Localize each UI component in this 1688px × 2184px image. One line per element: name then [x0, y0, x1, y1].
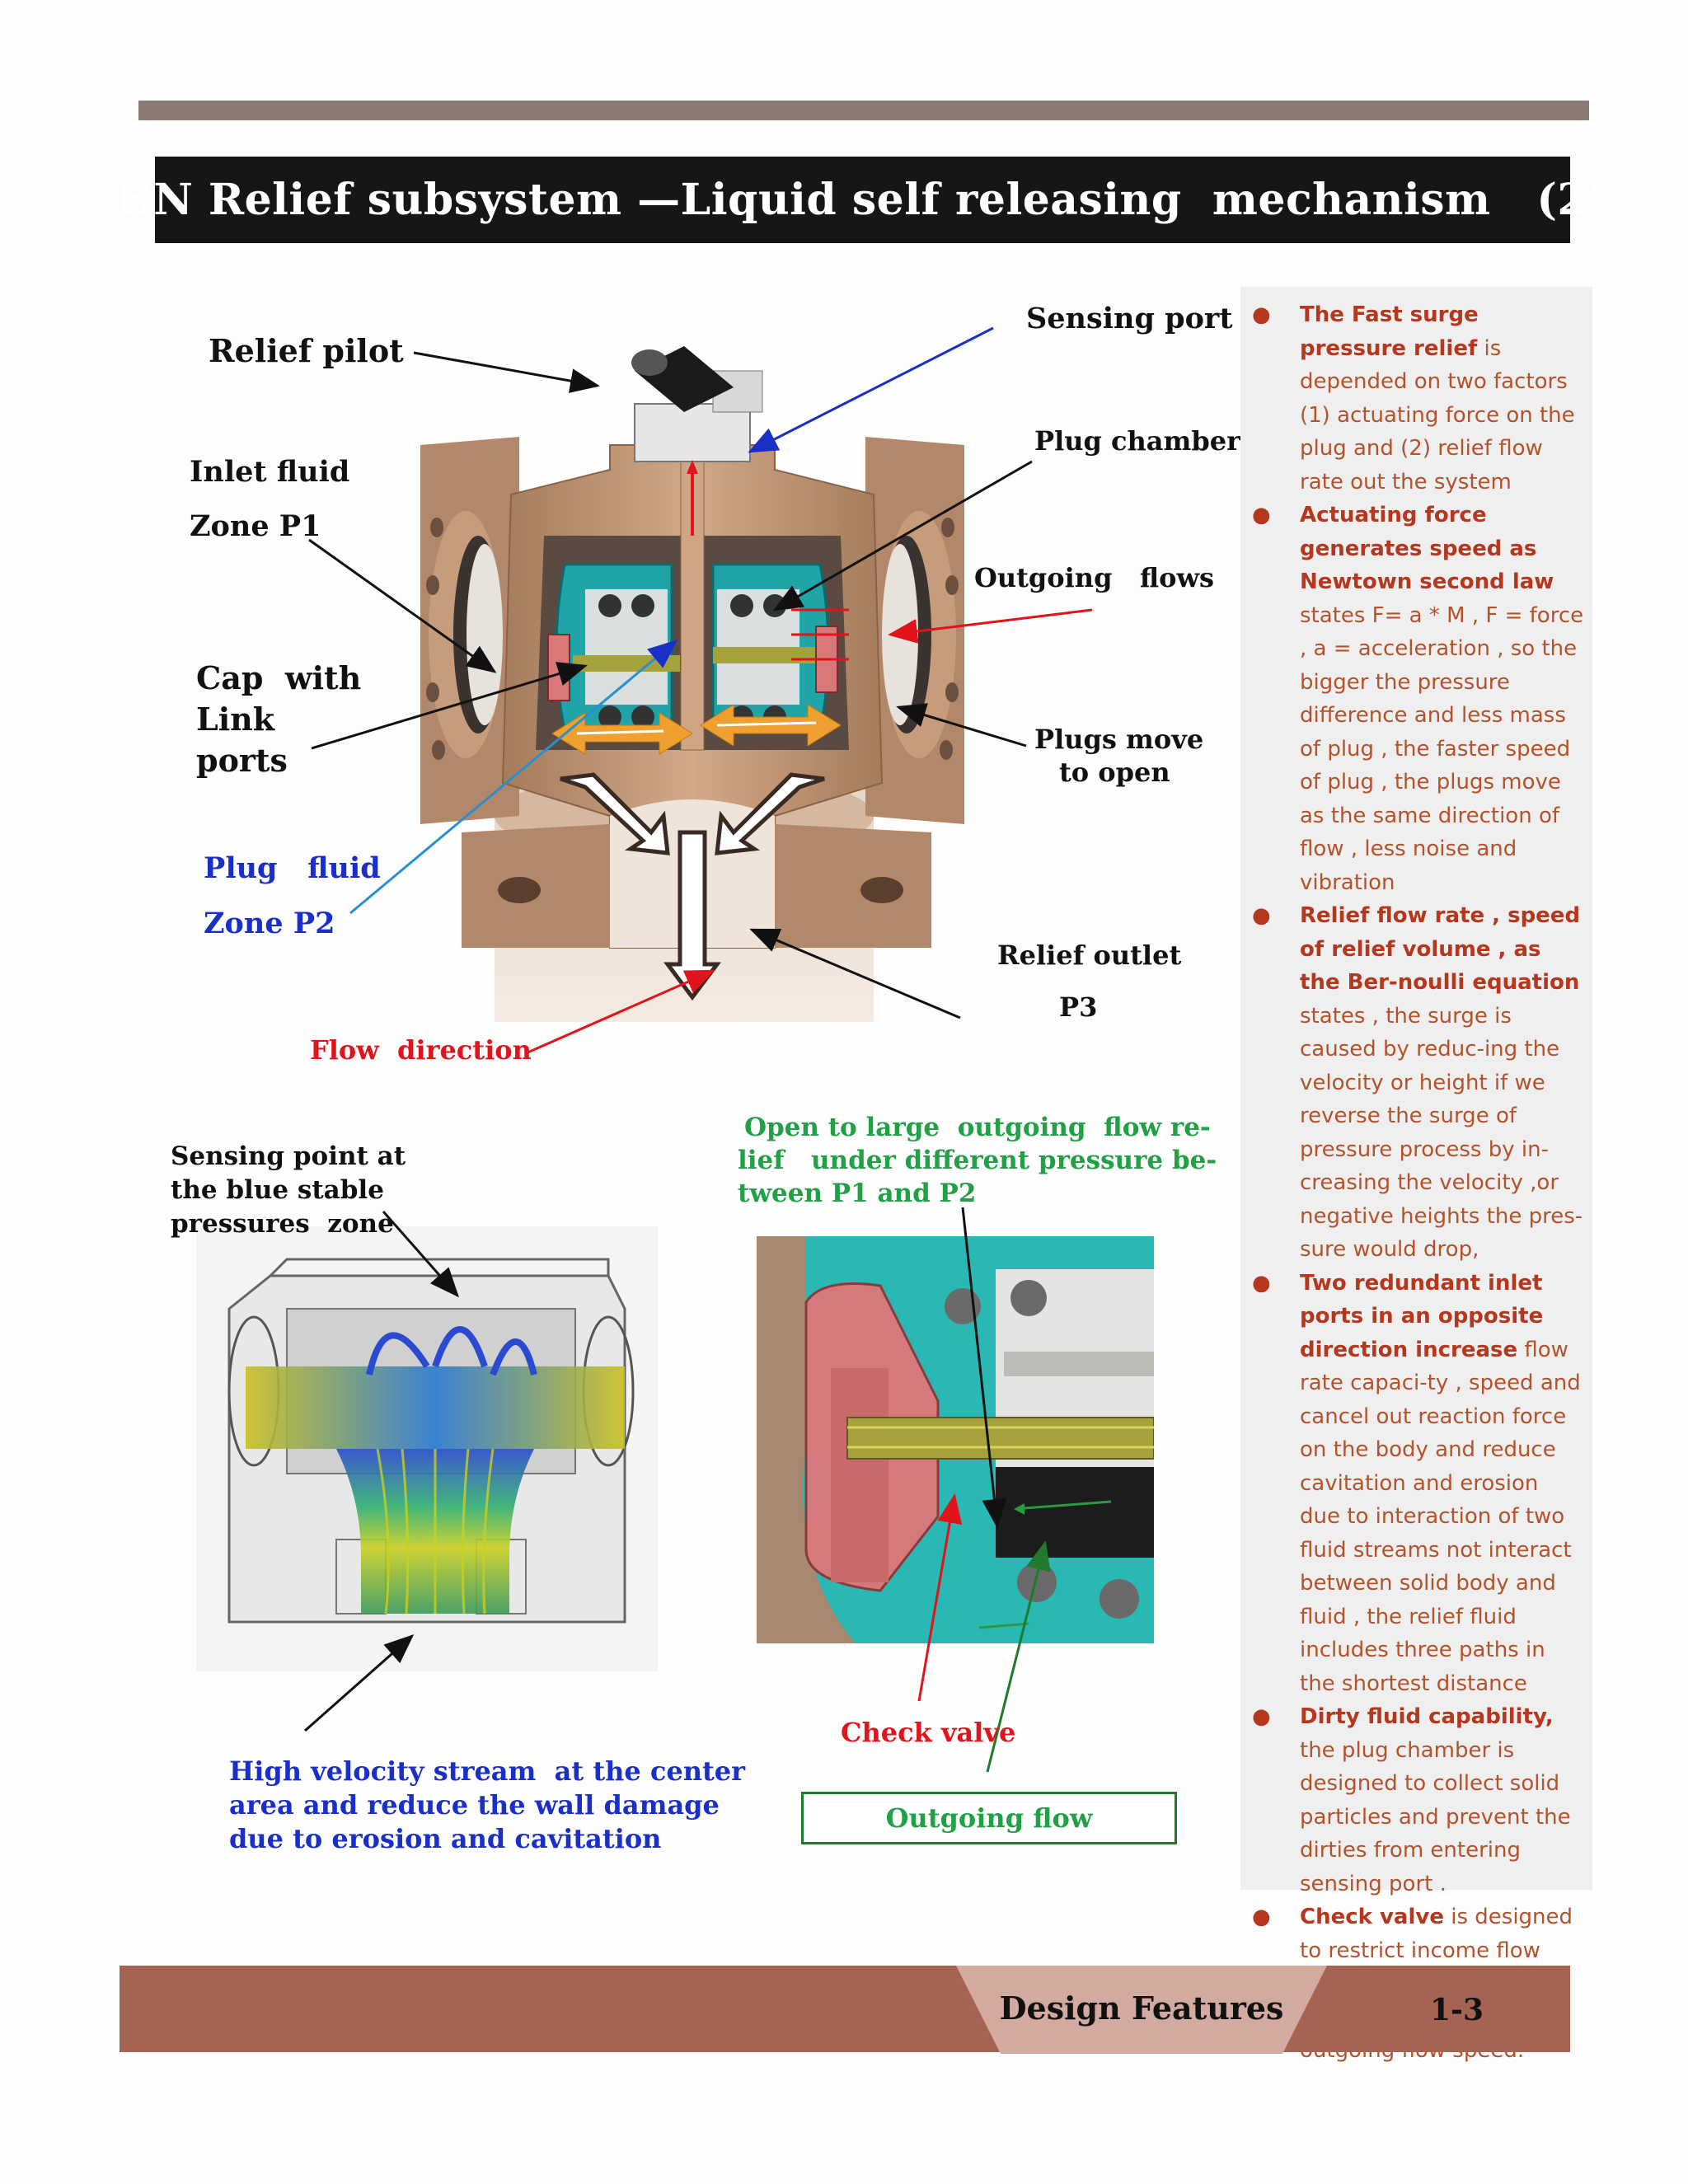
- note-item: ● Relief flow rate , speed of relief vol…: [1240, 899, 1592, 1267]
- note-item: ● Actuating force generates speed as New…: [1240, 499, 1592, 899]
- label-sensing-point-line2: the blue stable: [171, 1175, 384, 1205]
- label-link: Link: [196, 701, 275, 738]
- note-item: ● The Fast surge pressure relief is depen…: [1240, 298, 1592, 499]
- bullet-icon: ●: [1252, 1270, 1271, 1296]
- page-title: BN Relief subsystem —Liquid self releasi…: [116, 175, 1609, 225]
- label-check-valve: Check valve: [841, 1717, 1016, 1748]
- design-notes-list: ● The Fast surge pressure relief is depen…: [1240, 287, 1592, 2068]
- footer-section-title: Design Features: [999, 1990, 1284, 2027]
- bullet-icon: ●: [1252, 503, 1271, 527]
- label-open-large-line2: lief under different pressure be-: [738, 1146, 1217, 1175]
- note-text: flow rate capaci-ty , speed and cancel o…: [1300, 1337, 1581, 1696]
- label-zone-p1: Zone P1: [190, 509, 321, 543]
- label-high-velocity-line1: High velocity stream at the center: [229, 1755, 745, 1787]
- label-flow-direction: Flow direction: [310, 1034, 532, 1066]
- label-ports: ports: [196, 742, 288, 779]
- label-open-large-line1: Open to large outgoing flow re-: [744, 1113, 1211, 1142]
- label-sensing-point-line1: Sensing point at: [171, 1141, 406, 1171]
- note-bold: Check valve: [1300, 1905, 1444, 1929]
- page-title-banner: BN Relief subsystem —Liquid self releasi…: [117, 157, 1608, 243]
- label-relief-pilot: Relief pilot: [209, 332, 404, 369]
- label-high-velocity-line3: due to erosion and cavitation: [229, 1823, 662, 1854]
- cfd-streamline-figure: [196, 1226, 658, 1671]
- label-relief-outlet: Relief outlet: [997, 940, 1182, 971]
- label-plug-fluid: Plug fluid: [204, 851, 381, 885]
- bullet-icon: ●: [1252, 302, 1271, 327]
- note-text: states F= a * M , F = force , a = accele…: [1300, 602, 1584, 895]
- label-inlet-fluid: Inlet fluid: [190, 455, 350, 489]
- label-open-large-line3: tween P1 and P2: [738, 1179, 977, 1208]
- page-number: 1-3: [1430, 1993, 1484, 2027]
- label-p3: P3: [1059, 991, 1098, 1023]
- note-bold: Actuating force generates speed as Newto…: [1300, 503, 1554, 594]
- note-bold: Two redundant inlet ports in an opposite…: [1300, 1270, 1544, 1362]
- note-text: is depended on two factors (1) actuating…: [1300, 335, 1575, 494]
- outgoing-flow-box: Outgoing flow: [801, 1792, 1177, 1844]
- design-notes-sidebar: ● The Fast surge pressure relief is depen…: [1240, 287, 1592, 2063]
- label-cap-with: Cap with: [196, 659, 362, 696]
- label-outgoing-flows: Outgoing flows: [974, 562, 1215, 593]
- label-to-open: to open: [1059, 757, 1170, 788]
- label-zone-p2: Zone P2: [204, 907, 335, 940]
- check-valve-detail-figure: [757, 1236, 1154, 1643]
- label-outgoing-flow: Outgoing flow: [885, 1802, 1093, 1834]
- label-plugs-move: Plugs move: [1034, 724, 1204, 755]
- note-item: ● Two redundant inlet ports in an opposit…: [1240, 1267, 1592, 1701]
- label-high-velocity-line2: area and reduce the wall damage: [229, 1789, 720, 1821]
- label-sensing-point-line3: pressures zone: [171, 1209, 394, 1239]
- bullet-icon: ●: [1252, 1704, 1271, 1729]
- note-text: the plug chamber is designed to collect …: [1300, 1737, 1571, 1896]
- note-bold: The Fast surge pressure relief: [1300, 302, 1479, 361]
- top-rule: [138, 101, 1589, 120]
- label-plug-chamber: Plug chamber: [1034, 425, 1240, 457]
- note-bold: Relief flow rate , speed of relief volum…: [1300, 903, 1581, 995]
- note-bold: Dirty fluid capability,: [1300, 1704, 1554, 1729]
- note-item: ● Dirty fluid capability, the plug chambe…: [1240, 1700, 1592, 1900]
- footer-section-tab: Design Features: [956, 1966, 1327, 2054]
- bullet-icon: ●: [1252, 903, 1271, 928]
- label-sensing-port: Sensing port: [1026, 302, 1233, 335]
- note-text: states , the surge is caused by reduc-in…: [1300, 1003, 1583, 1263]
- bullet-icon: ●: [1252, 1905, 1271, 1929]
- footer-band: [120, 1966, 1570, 2052]
